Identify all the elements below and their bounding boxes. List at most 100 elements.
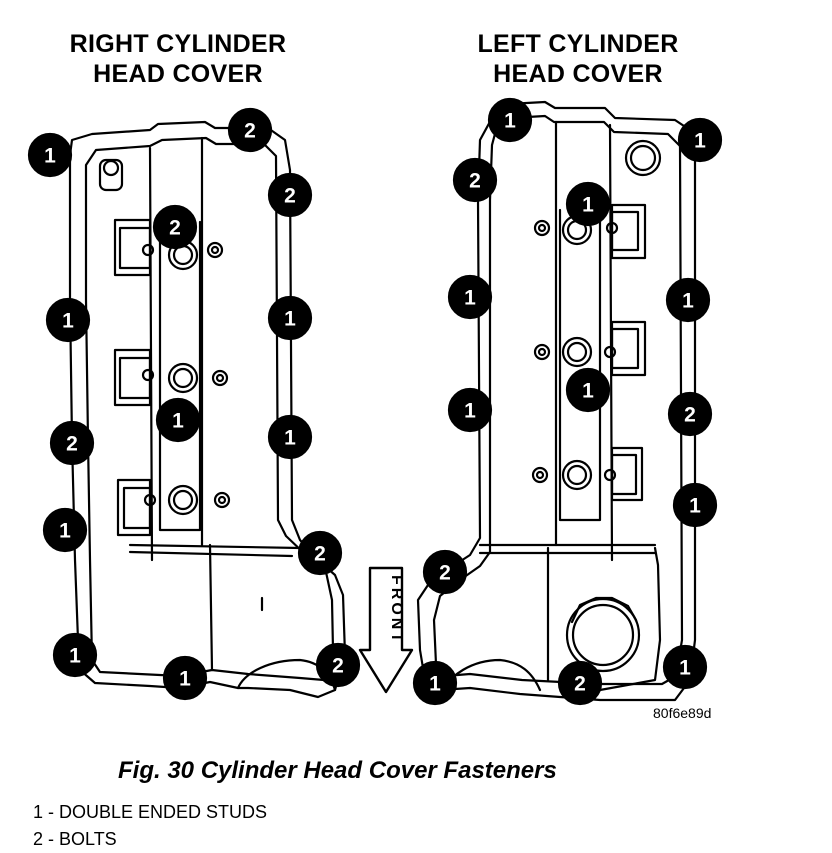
right-callout-7: 2: [49, 420, 95, 466]
left-cover-gasket-trace: [598, 546, 662, 692]
right-cover-baffle-pocket: [113, 348, 152, 407]
front-arrow-label: FRONT: [388, 575, 405, 645]
left-callout-8: 1: [565, 367, 611, 413]
right-cover-bottom-ledge: [128, 550, 294, 558]
left-cover-small-hole: [533, 219, 551, 237]
right-callout-10: 1: [42, 507, 88, 553]
callout-badge-circle: [267, 172, 313, 218]
left-cover-plug-bore: [566, 341, 588, 363]
callout-badge-circle: [447, 274, 493, 320]
right-callout-6: 1: [267, 295, 313, 341]
right-callout-3: 2: [267, 172, 313, 218]
callout-badge-circle: [315, 642, 361, 688]
left-cover-outer-outline: [416, 100, 697, 702]
right-cover-baffle-pocket: [113, 218, 152, 277]
right-callout-14: 2: [315, 642, 361, 688]
left-callout-10: 1: [672, 482, 718, 528]
left-callout-5: 1: [447, 274, 493, 320]
callout-badge-circle: [667, 391, 713, 437]
left-cover-small-hole: [537, 223, 547, 233]
left-callout-11: 2: [422, 549, 468, 595]
callout-badge-circle: [297, 530, 343, 576]
left-callout-4: 1: [565, 181, 611, 227]
left-cover-small-hole: [535, 470, 545, 480]
legend: 1 - DOUBLE ENDED STUDS 2 - BOLTS: [33, 799, 267, 853]
left-cover-plug-bore: [561, 336, 593, 368]
figure-caption: Fig. 30 Cylinder Head Cover Fasteners: [118, 757, 557, 784]
callout-badge-circle: [227, 107, 273, 153]
left-cover-small-hole: [533, 343, 551, 361]
left-cover-title-line2: HEAD COVER: [493, 60, 663, 88]
left-cover-baffle-pocket: [610, 453, 638, 496]
callout-badge-circle: [152, 204, 198, 250]
left-cover-baffle-channel: [558, 208, 602, 522]
right-callout-5: 2: [152, 204, 198, 250]
left-callout-6: 1: [665, 277, 711, 323]
callout-number: 1: [682, 290, 694, 313]
callout-badge-circle: [565, 367, 611, 413]
callout-badge-circle: [677, 117, 723, 163]
right-cover-small-hole: [206, 241, 224, 259]
callout-badge-circle: [452, 157, 498, 203]
callout-number: 1: [464, 400, 476, 423]
callout-number: 1: [689, 495, 701, 518]
right-callout-9: 1: [267, 414, 313, 460]
callout-number: 1: [582, 380, 594, 403]
right-cover-small-hole: [211, 369, 229, 387]
right-cover-baffle-pocket: [118, 356, 152, 400]
right-cover-small-hole: [210, 245, 220, 255]
right-cover-baffle-pocket: [116, 478, 152, 537]
right-cover-plug-bore: [172, 489, 194, 511]
callout-number: 2: [314, 543, 326, 566]
callout-number: 1: [429, 673, 441, 696]
right-cover-title-line1: RIGHT CYLINDER: [69, 30, 287, 58]
right-callout-11: 1: [52, 632, 98, 678]
left-cover-oil-filler-cap: [565, 596, 641, 673]
right-cover-small-hole: [215, 373, 225, 383]
right-callout-13: 1: [162, 655, 208, 701]
left-callout-7: 1: [447, 387, 493, 433]
right-cover-plug-bore: [172, 367, 194, 389]
right-cover-rail: [208, 543, 214, 672]
front-arrow: FRONT: [358, 566, 414, 694]
callout-number: 1: [582, 194, 594, 217]
callout-number: 2: [684, 404, 696, 427]
callout-number: 1: [284, 427, 296, 450]
figure-code: 80f6e89d: [653, 705, 712, 721]
callout-badge-circle: [412, 660, 458, 706]
left-cover-title: LEFT CYLINDER HEAD COVER: [428, 29, 728, 89]
callout-badge-circle: [45, 297, 91, 343]
callout-badge-circle: [52, 632, 98, 678]
left-cover-breather-boss: [624, 139, 662, 177]
right-callout-2: 2: [227, 107, 273, 153]
callout-badge-circle: [672, 482, 718, 528]
legend-item-studs: 1 - DOUBLE ENDED STUDS: [33, 802, 268, 822]
left-callout-12: 1: [662, 644, 708, 690]
right-cover-small-hole: [213, 491, 231, 509]
callout-number: 1: [172, 410, 184, 433]
left-cover-small-hole: [605, 221, 619, 235]
callout-number: 2: [439, 562, 451, 585]
right-cover-plug-bore: [167, 362, 199, 394]
right-cover-small-hole: [217, 495, 227, 505]
left-callout-3: 2: [452, 157, 498, 203]
left-cover-small-hole: [603, 345, 617, 359]
left-cover-breather-boss: [629, 144, 657, 172]
left-cover-small-hole: [531, 466, 549, 484]
callout-badge-circle: [422, 549, 468, 595]
left-cover-plug-bore: [566, 464, 588, 486]
callout-number: 2: [66, 433, 78, 456]
callout-number: 2: [574, 673, 586, 696]
callout-number: 1: [179, 668, 191, 691]
front-arrow-shape: [358, 566, 414, 694]
left-callout-1: 1: [487, 97, 533, 143]
right-callout-1: 1: [27, 132, 73, 178]
right-callout-12: 2: [297, 530, 343, 576]
right-callout-4: 1: [45, 297, 91, 343]
left-cover-small-hole: [603, 468, 617, 482]
callout-badge-circle: [155, 397, 201, 443]
left-cover-baffle-pocket: [610, 327, 640, 370]
right-cover-title-line2: HEAD COVER: [93, 60, 263, 88]
